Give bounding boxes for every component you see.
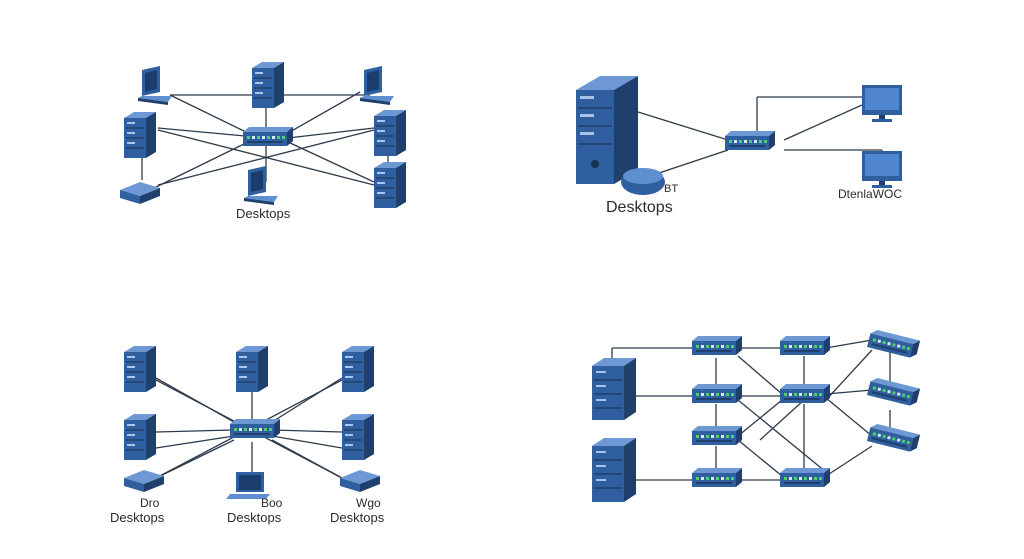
switch-icon — [692, 426, 742, 445]
router-icon — [120, 182, 160, 204]
server-rack-icon — [576, 76, 638, 184]
diagram-3-label-desktops-1: Desktops — [110, 510, 165, 525]
server-tower-icon — [373, 109, 407, 157]
switch-icon — [780, 384, 830, 403]
diagram-1-label-desktops: Desktops — [236, 206, 291, 221]
server-tower-icon — [123, 111, 157, 159]
diagram-3-label-desktops-2: Desktops — [227, 510, 282, 525]
router-icon — [340, 470, 380, 492]
switch-icon — [867, 328, 921, 360]
switch-icon — [692, 384, 742, 403]
monitor-icon — [862, 151, 902, 188]
server-tower-icon — [592, 438, 636, 502]
monitor-icon — [862, 85, 902, 122]
server-tower-icon — [592, 358, 636, 420]
diagram-3-label-desktops-3: Desktops — [330, 510, 385, 525]
switch-icon — [243, 127, 293, 146]
diagram-2-label-dtenlawoc: DtenlaWOC — [838, 187, 902, 201]
laptop-icon — [138, 66, 172, 105]
diagram-3-label-wgo: Wgo — [356, 496, 381, 510]
switch-icon — [725, 131, 775, 150]
diagram-3-label-boo: Boo — [261, 496, 283, 510]
server-tower-icon — [123, 345, 157, 393]
laptop-icon — [226, 472, 270, 499]
server-tower-icon — [251, 61, 285, 109]
switch-icon — [867, 376, 921, 408]
switch-icon — [780, 336, 830, 355]
switch-icon — [692, 336, 742, 355]
server-tower-icon — [341, 413, 375, 461]
switch-icon — [780, 468, 830, 487]
laptop-icon — [360, 66, 394, 105]
switch-icon — [692, 468, 742, 487]
diagram-2-label-desktops: Desktops — [606, 199, 673, 216]
switch-icon — [867, 422, 921, 454]
diagram-2-hub: BT Desktops DtenlaWOC — [576, 76, 902, 216]
router-icon — [621, 168, 665, 195]
diagram-2-links — [637, 96, 883, 181]
router-icon — [124, 470, 164, 492]
diagram-1-links — [141, 91, 389, 191]
diagram-2-label-bt: BT — [664, 183, 678, 195]
laptop-icon — [244, 166, 278, 205]
switch-icon — [230, 419, 280, 438]
server-tower-icon — [341, 345, 375, 393]
server-tower-icon — [235, 345, 269, 393]
diagram-4-links — [611, 339, 891, 481]
server-tower-icon — [123, 413, 157, 461]
diagram-1-star: Desktops — [120, 61, 407, 221]
diagram-4-mesh — [592, 328, 921, 502]
server-tower-icon — [373, 161, 407, 209]
diagram-3-star: Dro Desktops Boo Desktops Wgo Desktops — [110, 345, 385, 525]
diagram-3-label-dro: Dro — [140, 496, 160, 510]
